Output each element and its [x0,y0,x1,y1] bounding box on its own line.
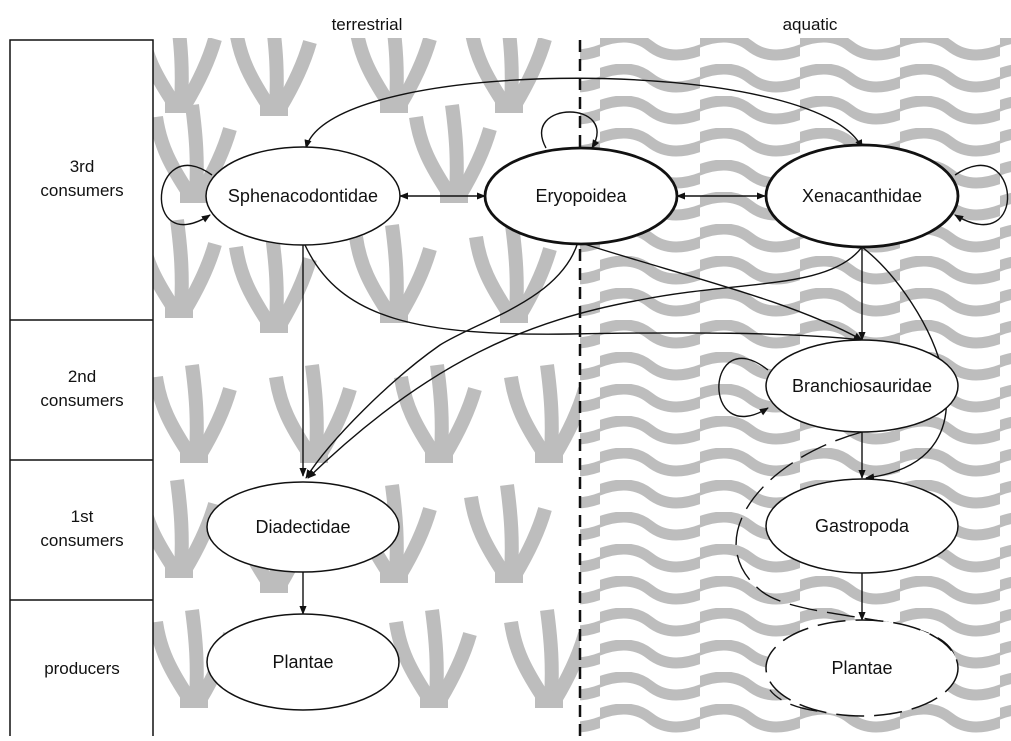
edge-eryo-diadect [305,241,579,479]
terrestrial-grass-pattern [141,15,585,708]
node-plantae-terrestrial: Plantae [206,613,400,711]
node-gastropoda: Gastropoda [765,478,959,574]
node-plantae-aquatic: Plantae [765,619,959,717]
level-3rd-line1: 3rd [70,157,95,176]
level-3rd-line2: consumers [40,181,123,200]
trophic-level-column: 3rd consumers 2nd consumers 1st consumer… [9,39,154,741]
node-label-diadectidae: Diadectidae [255,517,350,537]
edge-xena-self [954,164,1009,226]
edge-spheno-xena-arc [304,77,863,149]
region-label-aquatic: aquatic [783,15,838,34]
level-1st-line1: 1st [71,507,94,526]
node-label-xenacanthidae: Xenacanthidae [802,186,922,206]
edge-spheno-self [160,164,213,226]
region-label-terrestrial: terrestrial [332,15,403,34]
node-label-branchiosauridae: Branchiosauridae [792,376,932,396]
edge-spheno-branchio [304,244,863,343]
node-diadectidae: Diadectidae [206,481,400,573]
node-label-plantae-aquatic: Plantae [831,658,892,678]
node-branchiosauridae: Branchiosauridae [765,339,959,433]
edge-eryo-self [541,111,600,149]
edge-branchio-self [718,357,769,417]
edges [160,77,1009,714]
level-producers: producers [44,659,120,678]
node-sphenacodontidae: Sphenacodontidae [205,146,401,246]
level-2nd-line1: 2nd [68,367,96,386]
node-label-eryopoidea: Eryopoidea [535,186,627,206]
edge-eryo-branchio [577,241,863,341]
node-label-gastropoda: Gastropoda [815,516,910,536]
node-label-sphenacodontidae: Sphenacodontidae [228,186,378,206]
node-label-plantae-terrestrial: Plantae [272,652,333,672]
node-eryopoidea: Eryopoidea [483,146,679,246]
level-1st-line2: consumers [40,531,123,550]
edge-xena-diadect [307,246,863,479]
level-2nd-line2: consumers [40,391,123,410]
node-xenacanthidae: Xenacanthidae [764,143,960,249]
